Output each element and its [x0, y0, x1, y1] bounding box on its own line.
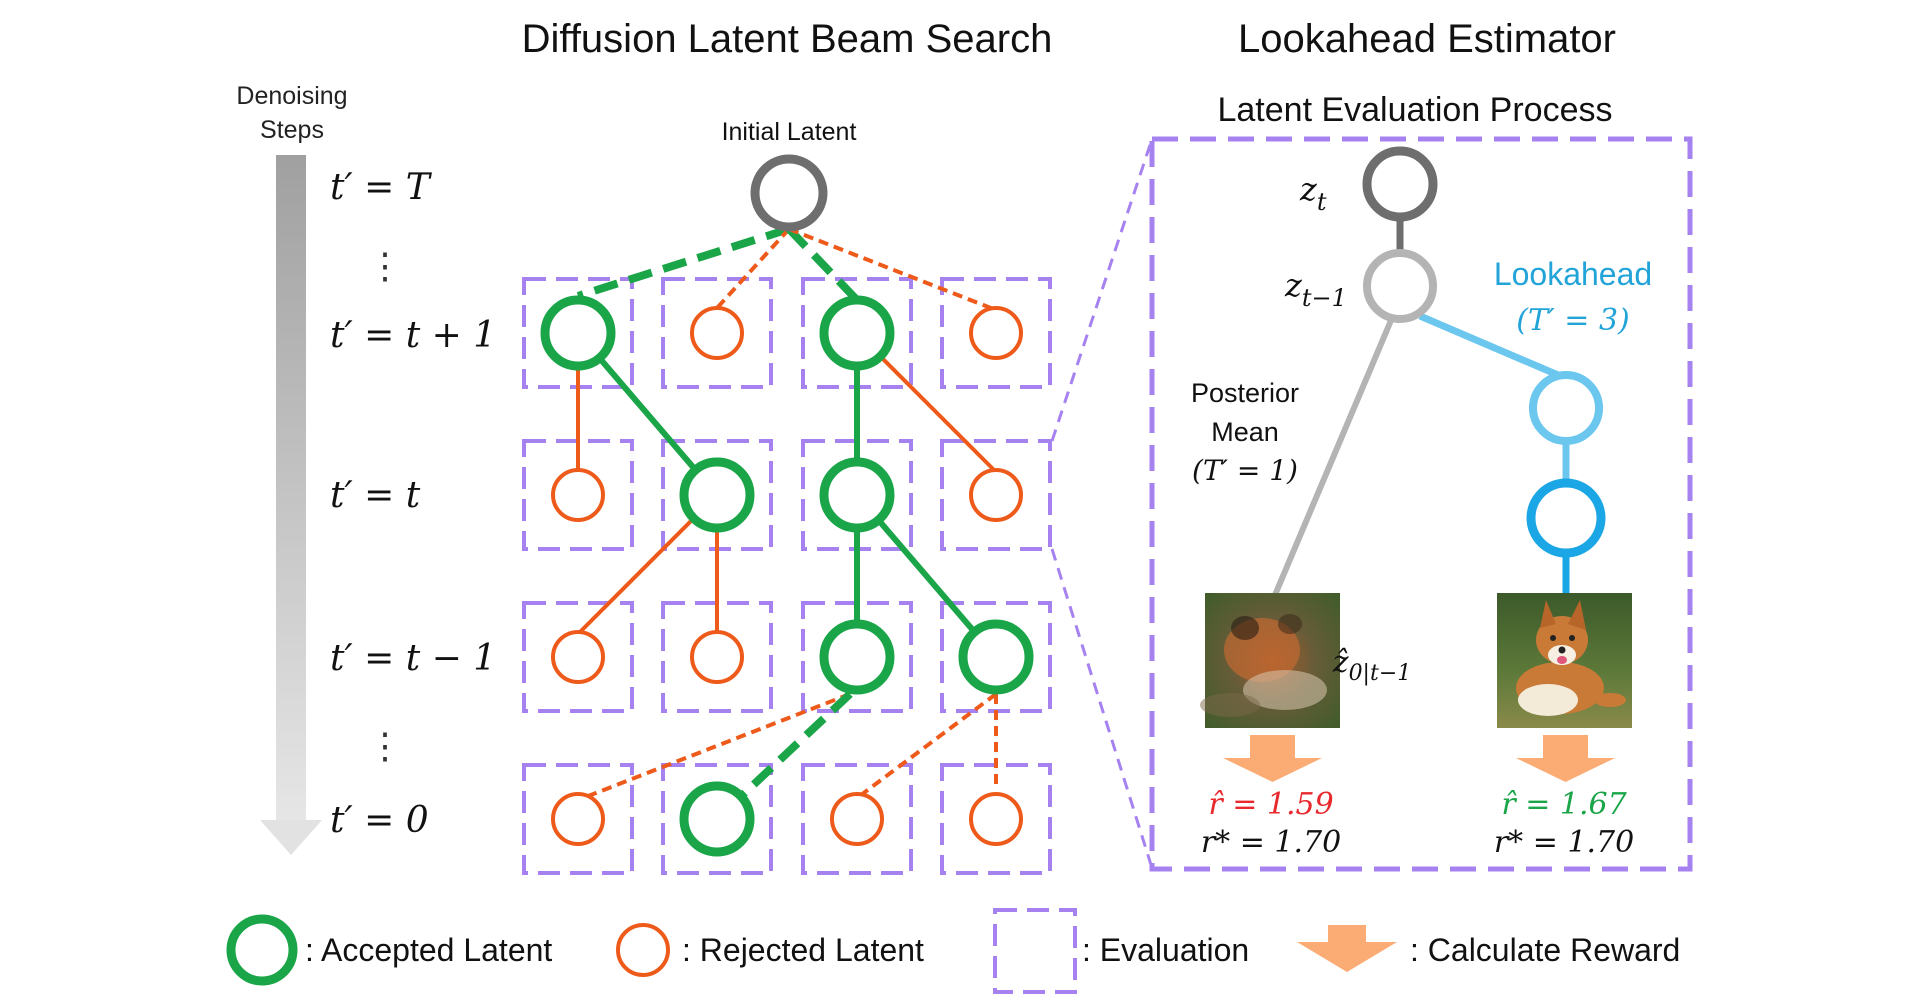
step-label-t-minus-1: t′ = t − 1: [330, 638, 496, 679]
legend-evaluation-label: : Evaluation: [1082, 932, 1249, 968]
posterior-estimated-reward: r̂ = 1.59: [1208, 787, 1333, 822]
legend-accepted-label: : Accepted Latent: [305, 932, 552, 968]
reward-arrow: [1516, 735, 1615, 782]
right-subtitle: Latent Evaluation Process: [1217, 91, 1612, 129]
posterior-horizon-label: (T′ = 1): [1192, 454, 1298, 487]
step-label-t: t′ = t: [330, 475, 421, 516]
root-latent-node: [750, 154, 828, 232]
rejected-latent-node: [969, 792, 1023, 846]
rejected-latent-node: [551, 468, 605, 522]
z-t-minus-1-label: zt−1: [1284, 266, 1347, 312]
lookahead-true-reward: r* = 1.70: [1494, 825, 1634, 860]
tree-nodes: [540, 295, 1034, 857]
legend-reward-label: : Calculate Reward: [1410, 932, 1680, 968]
step-label-t-plus-1: t′ = t + 1: [330, 315, 496, 356]
axis-label-line2: Steps: [260, 116, 324, 144]
eval-box: [940, 277, 1052, 389]
accepted-latent-node: [819, 619, 895, 695]
rejected-latent-node: [690, 306, 744, 360]
accepted-latent-node: [819, 457, 895, 533]
step-label-0: t′ = 0: [330, 800, 429, 841]
tree-edges-l3: [577, 691, 998, 822]
posterior-label-line1: Posterior: [1191, 378, 1299, 408]
right-title: Lookahead Estimator: [1238, 17, 1616, 61]
root-label: Initial Latent: [722, 118, 857, 146]
eval-box: [522, 601, 634, 713]
z-t-node: [1362, 146, 1438, 222]
posterior-label-line2: Mean: [1211, 417, 1279, 447]
lookahead-step-node: [1529, 371, 1603, 445]
denoising-arrow: [260, 155, 322, 855]
lookahead-step-node: [1526, 478, 1606, 558]
z-t-label: zt: [1299, 170, 1327, 216]
accepted-latent-node: [679, 457, 755, 533]
latent-evaluation-panel: [1149, 136, 1693, 872]
tree-edges-l1: [575, 331, 998, 497]
z-t-minus-1-node: [1363, 249, 1437, 323]
eval-box: [801, 763, 913, 875]
rejected-latent-node: [551, 792, 605, 846]
lookahead-edges: [1272, 216, 1570, 597]
tree-edges-root: [576, 225, 997, 312]
legend: : Accepted Latent : Rejected Latent : Ev…: [226, 908, 1680, 994]
eval-box: [522, 763, 634, 875]
legend-reward-arrow-icon: [1297, 925, 1397, 972]
posterior-mean-image: [1200, 593, 1340, 728]
lookahead-label: Lookahead: [1494, 256, 1652, 292]
accepted-latent-node: [679, 781, 755, 857]
zhat-label: ẑ0|t−1: [1332, 645, 1412, 686]
rejected-latent-node: [969, 468, 1023, 522]
lookahead-estimated-reward: r̂ = 1.67: [1501, 787, 1627, 822]
legend-rejected-label: : Rejected Latent: [682, 932, 924, 968]
rejected-latent-node: [690, 630, 744, 684]
step-label-T: t′ = T: [330, 167, 433, 208]
rejected-latent-node: [830, 792, 884, 846]
posterior-true-reward: r* = 1.70: [1201, 825, 1341, 860]
zoom-guide-lines: [1050, 138, 1154, 869]
legend-rejected-icon: [616, 923, 670, 977]
accepted-latent-node: [958, 619, 1034, 695]
left-title: Diffusion Latent Beam Search: [522, 17, 1053, 61]
rejected-latent-node: [551, 630, 605, 684]
eval-box: [661, 763, 773, 875]
step-dots-upper: ⋮: [367, 245, 403, 286]
evaluation-boxes: [522, 277, 1052, 875]
rejected-latent-node: [969, 306, 1023, 360]
legend-accepted-icon: [226, 914, 298, 986]
axis-label-line1: Denoising: [236, 82, 347, 110]
eval-box: [940, 439, 1052, 551]
step-dots-lower: ⋮: [367, 725, 403, 766]
legend-evaluation-icon: [993, 908, 1077, 994]
lookahead-image: [1497, 593, 1632, 728]
reward-arrow: [1223, 735, 1322, 782]
eval-box: [661, 277, 773, 389]
lookahead-horizon-label: (T′ = 3): [1516, 303, 1630, 338]
tree-edges-l2: [576, 493, 999, 659]
accepted-latent-node: [819, 295, 895, 371]
accepted-latent-node: [540, 295, 616, 371]
